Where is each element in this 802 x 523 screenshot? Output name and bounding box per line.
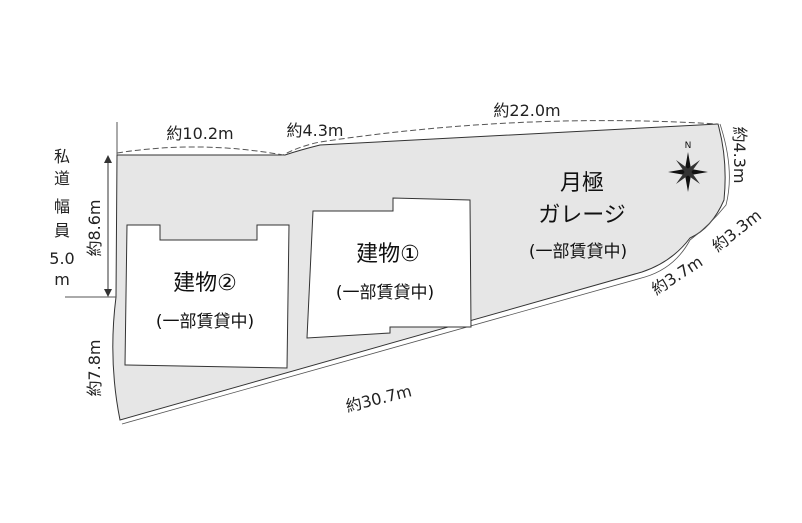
building-1-title: 建物① [356, 242, 420, 267]
boundary-dash-bottom [121, 239, 691, 425]
road-char-2: 道 [54, 169, 70, 188]
road-char-3: 幅 [54, 197, 70, 216]
dim-top-mid: 約4.3m [286, 121, 343, 140]
garage-line1: 月極 [560, 171, 604, 196]
road-char-1: 私 [54, 147, 70, 166]
dim-top-left: 約10.2m [166, 124, 233, 143]
road-char-5: 5.0 [49, 249, 74, 268]
building-2-note: (一部賃貸中) [156, 312, 254, 332]
building-1 [306, 197, 472, 339]
dim-right-top: 約4.3m [730, 126, 749, 183]
building-2 [124, 224, 290, 369]
garage-note: (一部賃貸中) [529, 242, 627, 262]
road-char-4: 員 [54, 221, 70, 240]
road-char-6: m [54, 270, 70, 289]
building-2-title: 建物② [173, 271, 237, 296]
arrow-head-top [104, 155, 112, 163]
garage-line2: ガレージ [538, 203, 626, 228]
dim-left-lower: 約7.8m [85, 339, 104, 396]
arrow-head-bottom [104, 289, 112, 297]
boundary-dash-right [689, 123, 730, 241]
dim-left-upper: 約8.6m [85, 199, 104, 256]
dim-bottom: 約30.7m [344, 381, 414, 416]
compass-label: N [685, 141, 692, 151]
building-1-note: (一部賃貸中) [336, 283, 434, 303]
compass-icon: N [668, 141, 708, 192]
dim-top-right: 約22.0m [493, 101, 560, 120]
boundary-dash-top [116, 120, 719, 156]
